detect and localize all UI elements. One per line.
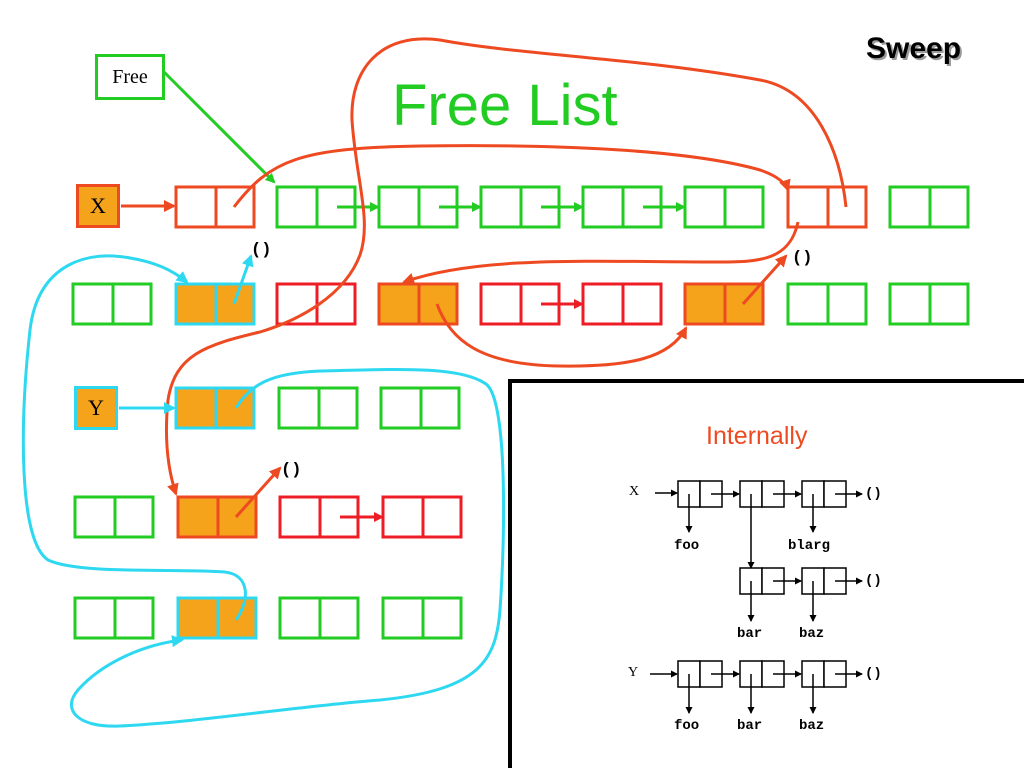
inset-nil: () xyxy=(865,666,882,682)
inset-atom-label: bar xyxy=(737,626,763,642)
cons-cell xyxy=(479,185,561,229)
y-car-arrow xyxy=(21,254,247,621)
cons-cell xyxy=(377,282,459,326)
inset-atom-label: foo xyxy=(674,718,700,734)
cons-cell xyxy=(277,386,359,430)
inset-var-x: X xyxy=(629,484,640,499)
cons-cell xyxy=(176,495,258,539)
cons-cell xyxy=(278,596,360,640)
nil-label: () xyxy=(281,461,302,480)
cons-cell xyxy=(683,185,765,229)
x-nil-arrow xyxy=(234,466,282,519)
cons-cell xyxy=(683,282,765,326)
cons-cell xyxy=(888,282,970,326)
cons-cell xyxy=(379,386,461,430)
cons-cell xyxy=(174,185,256,229)
inset-atom-label: baz xyxy=(799,718,825,734)
x-cdr-arrow xyxy=(435,303,688,368)
free-list-heading: Free List xyxy=(392,73,618,138)
cons-cell xyxy=(71,282,153,326)
slide-title: Sweep xyxy=(866,32,962,65)
cons-cell xyxy=(174,386,256,430)
y-cdr-arrow xyxy=(70,367,506,728)
cons-cell xyxy=(381,495,463,539)
x-car-arrow xyxy=(402,221,800,285)
inset-var-y: Y xyxy=(628,665,639,680)
cons-cell xyxy=(888,185,970,229)
x-car-arrow xyxy=(164,37,848,496)
free-pointer-label: Free xyxy=(95,54,165,100)
x-cdr-arrow xyxy=(232,144,791,208)
cons-cell xyxy=(581,282,663,326)
cons-cell xyxy=(174,282,256,326)
cons-cell xyxy=(786,185,868,229)
y-nil-arrow xyxy=(232,254,254,305)
inset-title: Internally xyxy=(706,422,808,450)
cons-cell xyxy=(73,495,155,539)
x-nil-arrow xyxy=(741,254,788,306)
cons-cell xyxy=(786,282,868,326)
var-x-box: X xyxy=(76,184,120,228)
cons-cell xyxy=(73,596,155,640)
cons-cell xyxy=(176,596,258,640)
nil-label: () xyxy=(251,241,272,260)
inset-atom-label: bar xyxy=(737,718,763,734)
inset-atom-label: baz xyxy=(799,626,825,642)
cons-cell xyxy=(275,282,357,326)
var-y-box: Y xyxy=(74,386,118,430)
cons-cell xyxy=(381,596,463,640)
inset-nil: () xyxy=(865,573,882,589)
inset-nil: () xyxy=(865,486,882,502)
nil-label: () xyxy=(792,249,813,268)
free-pointer-arrow xyxy=(162,70,276,184)
inset-atom-label: blarg xyxy=(788,538,831,554)
inset-atom-label: foo xyxy=(674,538,700,554)
